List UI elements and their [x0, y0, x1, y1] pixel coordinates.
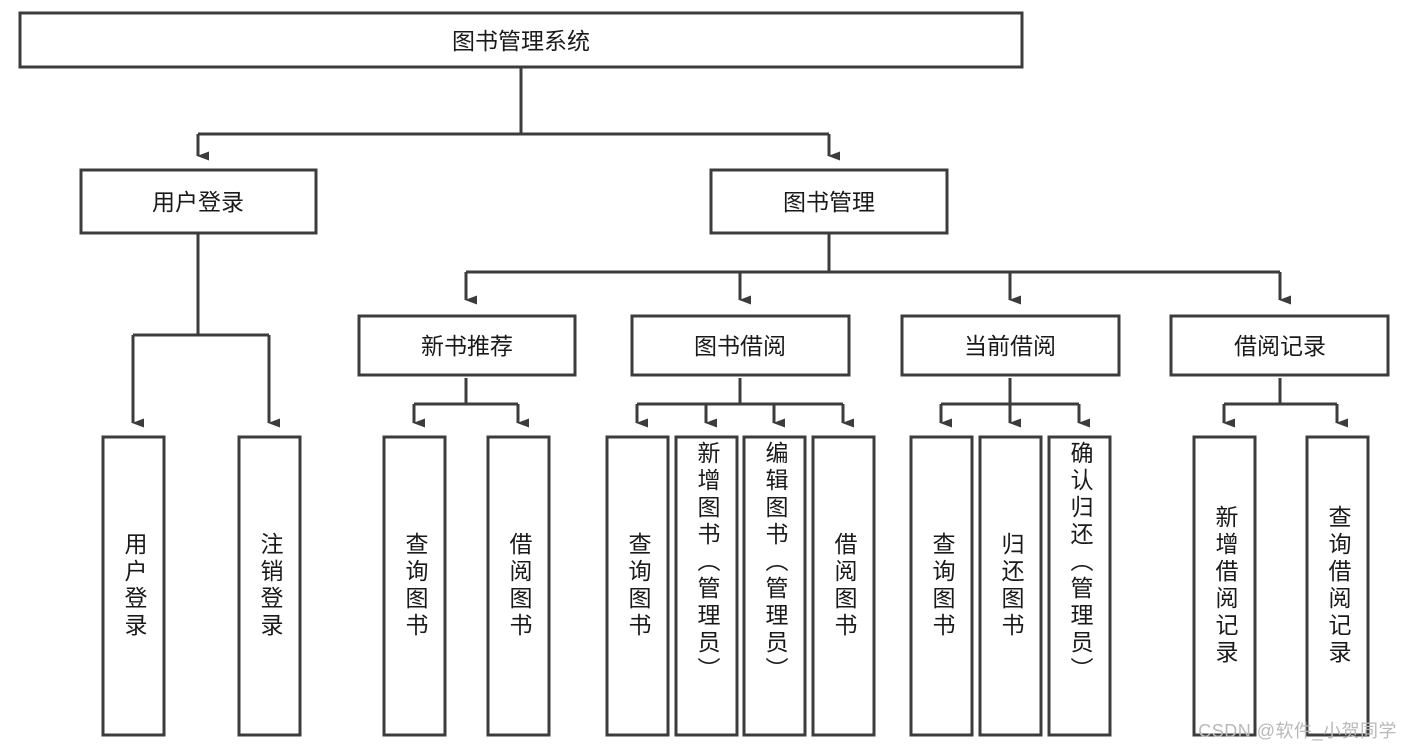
node-root-label: 图书管理系统: [452, 28, 590, 54]
node-book-borrow-box[interactable]: [630, 314, 851, 377]
leaf-box-user-login[interactable]: [101, 435, 166, 737]
node-book-borrow-label: 图书借阅: [694, 333, 786, 359]
node-borrow-record[interactable]: 借阅记录: [1169, 314, 1390, 377]
leaf-box-borrow-book-1[interactable]: [486, 435, 551, 737]
leaf-box-return-book[interactable]: [978, 435, 1043, 737]
node-book-manage[interactable]: 图书管理: [709, 168, 949, 235]
node-borrow-record-label: 借阅记录: [1234, 333, 1326, 359]
leaf-box-query-book-1[interactable]: [382, 435, 447, 737]
node-current-borrow[interactable]: 当前借阅: [900, 314, 1121, 377]
node-root-box[interactable]: [18, 11, 1024, 69]
node-new-book-recommend-label: 新书推荐: [421, 333, 513, 359]
leaf-box-edit-book[interactable]: [742, 435, 807, 737]
leaf-box-query-record[interactable]: [1305, 435, 1370, 737]
node-user-login-box[interactable]: [79, 168, 318, 235]
node-user-login-label: 用户登录: [152, 189, 244, 215]
node-borrow-record-box[interactable]: [1169, 314, 1390, 377]
node-current-borrow-box[interactable]: [900, 314, 1121, 377]
connectors: [131, 67, 1348, 428]
leaf-box-query-book-3[interactable]: [909, 435, 974, 737]
leaf-boxes: [101, 435, 1370, 737]
node-new-book-recommend[interactable]: 新书推荐: [357, 314, 577, 377]
node-book-manage-box[interactable]: [709, 168, 949, 235]
node-user-login[interactable]: 用户登录: [79, 168, 318, 235]
node-book-borrow[interactable]: 图书借阅: [630, 314, 851, 377]
leaf-box-confirm-return[interactable]: [1047, 435, 1112, 737]
leaf-box-add-book[interactable]: [674, 435, 739, 737]
leaf-box-query-book-2[interactable]: [605, 435, 670, 737]
node-new-book-recommend-box[interactable]: [357, 314, 577, 377]
node-current-borrow-label: 当前借阅: [964, 333, 1056, 359]
node-root-system[interactable]: 图书管理系统: [18, 11, 1024, 69]
leaf-box-logout[interactable]: [237, 435, 302, 737]
csdn-watermark: CSDN @软件_小贺同学: [1198, 721, 1397, 741]
node-book-manage-label: 图书管理: [783, 189, 875, 215]
leaf-box-add-record[interactable]: [1192, 435, 1257, 737]
leaf-box-borrow-book-2[interactable]: [811, 435, 876, 737]
